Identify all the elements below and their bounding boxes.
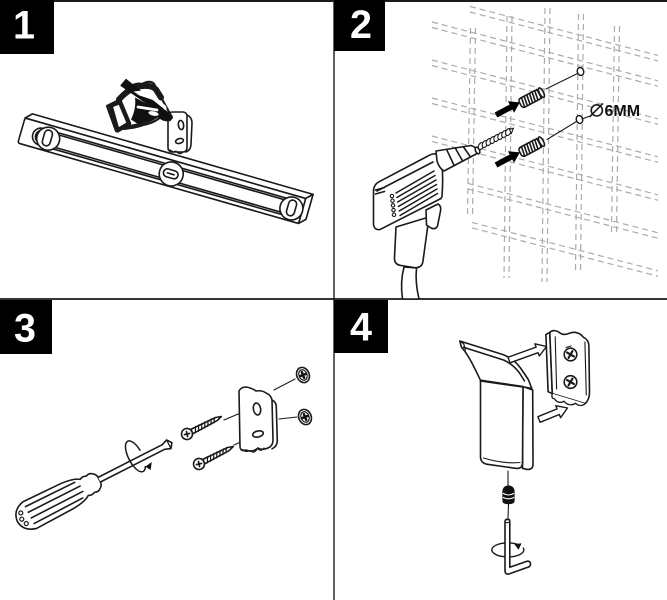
svg-text:3: 3 <box>14 307 36 351</box>
svg-text:1: 1 <box>13 4 35 48</box>
svg-text:4: 4 <box>350 306 372 350</box>
svg-text:6MM: 6MM <box>605 103 641 120</box>
svg-text:2: 2 <box>350 3 372 47</box>
